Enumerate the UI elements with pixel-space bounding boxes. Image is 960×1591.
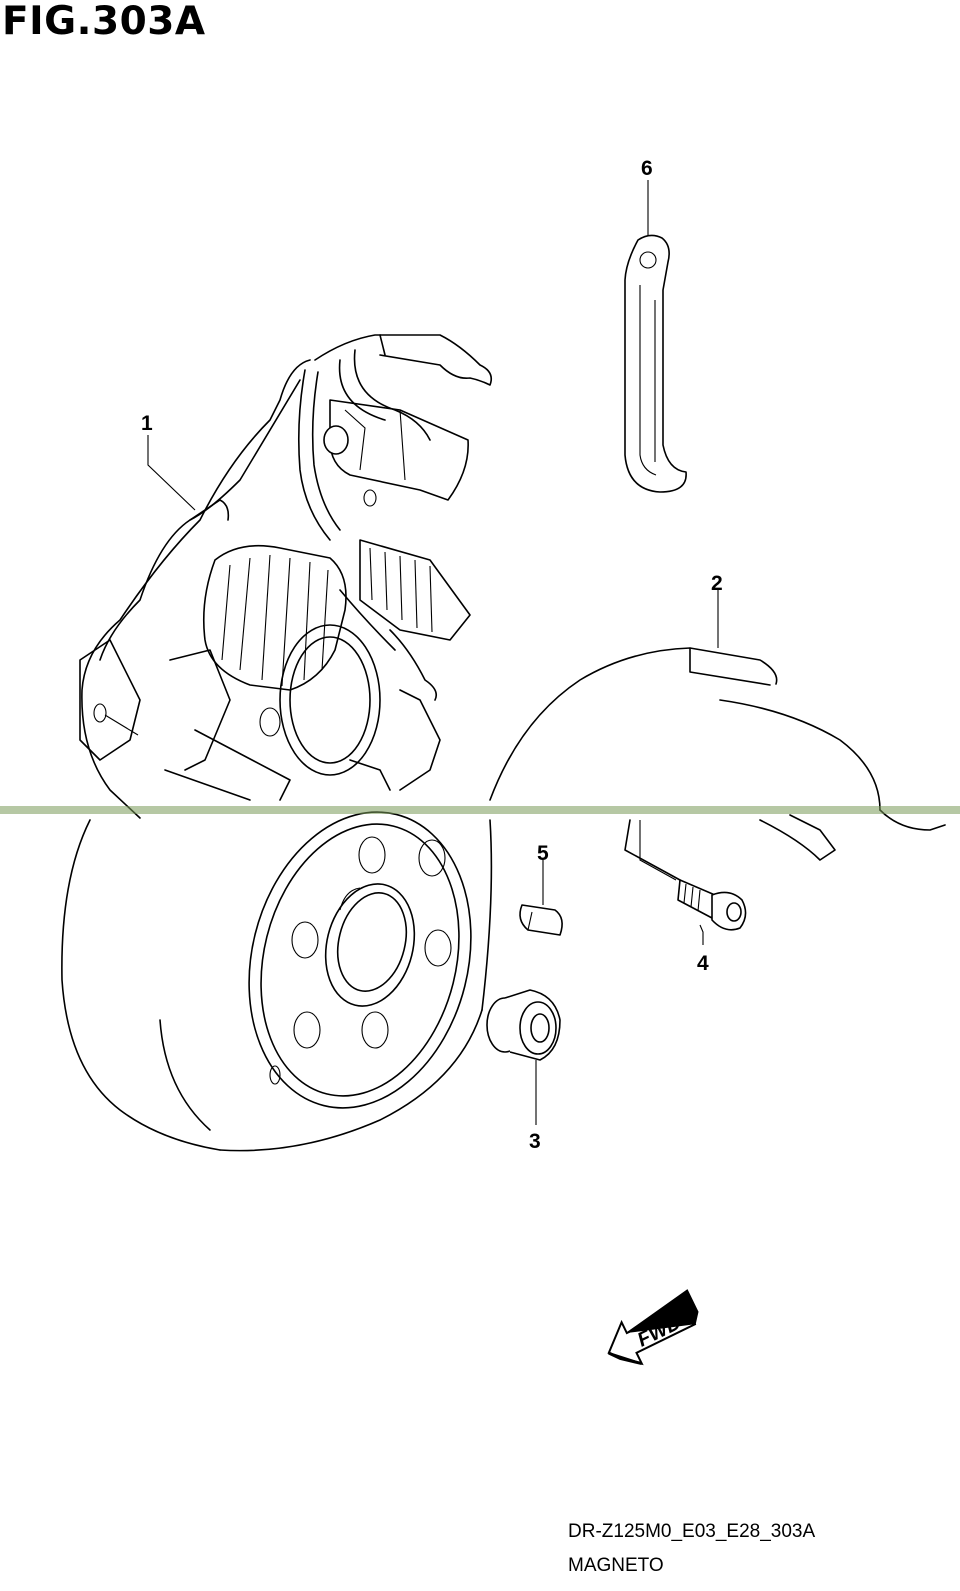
part-6-clamp xyxy=(624,234,687,493)
fwd-arrow-icon: FWD xyxy=(607,1289,699,1366)
part-2-rotor xyxy=(61,647,946,1152)
callout-3: 3 xyxy=(529,1130,541,1153)
callout-6: 6 xyxy=(641,157,653,180)
callout-2: 2 xyxy=(711,572,723,595)
callout-1: 1 xyxy=(141,412,153,435)
footer-code: DR-Z125M0_E03_E28_303A xyxy=(568,1521,816,1542)
callout-5: 5 xyxy=(537,842,549,865)
figure-title: FIG.303A xyxy=(2,0,206,44)
part-1-stator xyxy=(79,334,493,819)
part-3-nut xyxy=(486,989,561,1061)
footer-name: MAGNETO xyxy=(568,1555,664,1576)
callout-4: 4 xyxy=(697,952,709,975)
leader-lines xyxy=(104,180,719,1125)
part-4-bolt xyxy=(677,879,747,931)
part-5-key xyxy=(519,904,563,936)
scan-band xyxy=(0,806,960,814)
